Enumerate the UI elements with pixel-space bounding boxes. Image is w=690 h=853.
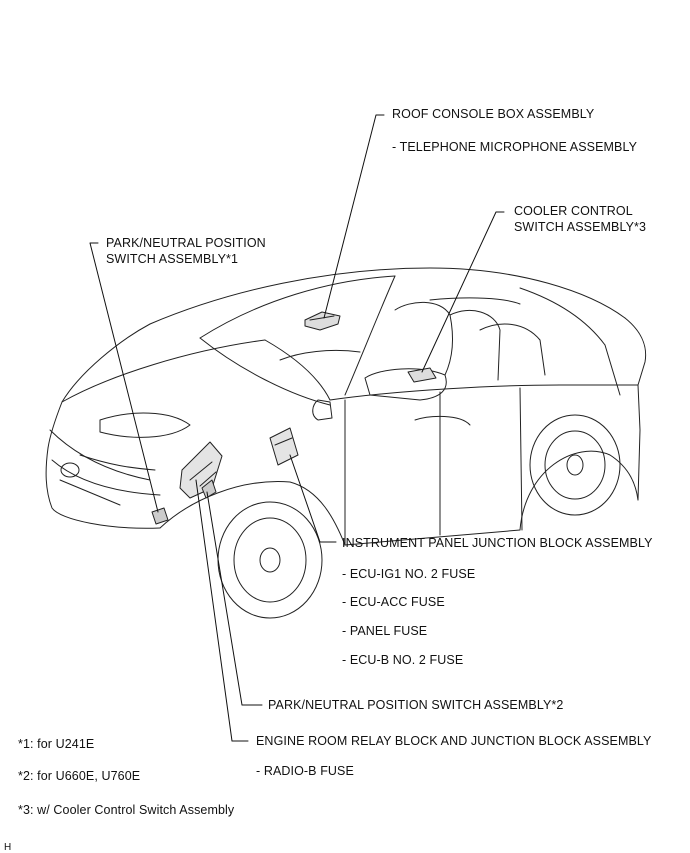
cooler-control-switch-shape <box>407 367 437 383</box>
park-neutral-switch-1-shape <box>151 507 169 525</box>
corner-mark: H <box>4 842 12 853</box>
footnote: *1: for U241E <box>18 737 95 751</box>
instrument-panel-jb-item: - ECU-IG1 NO. 2 FUSE <box>342 567 476 581</box>
instrument-panel-jb-item: - PANEL FUSE <box>342 624 428 638</box>
instrument-panel-junction-block-shape <box>269 427 299 466</box>
car-body <box>45 267 647 619</box>
footnote: *3: w/ Cooler Control Switch Assembly <box>18 803 235 817</box>
engine-room-rb-item: - RADIO-B FUSE <box>256 764 354 778</box>
park-neutral-1-title-line1: PARK/NEUTRAL POSITION <box>106 236 266 250</box>
park-neutral-2-title: PARK/NEUTRAL POSITION SWITCH ASSEMBLY*2 <box>268 698 564 712</box>
park-neutral-1-title-line2: SWITCH ASSEMBLY*1 <box>106 252 239 266</box>
leader-lines <box>89 114 505 742</box>
instrument-panel-jb-item: - ECU-B NO. 2 FUSE <box>342 653 464 667</box>
instrument-panel-jb-item: - ECU-ACC FUSE <box>342 595 445 609</box>
roof-console-title: ROOF CONSOLE BOX ASSEMBLY <box>392 107 595 121</box>
instrument-panel-jb-title: INSTRUMENT PANEL JUNCTION BLOCK ASSEMBLY <box>342 536 653 550</box>
cooler-control-title-line1: COOLER CONTROL <box>514 204 633 218</box>
footnote: *2: for U660E, U760E <box>18 769 141 783</box>
cooler-control-title-line2: SWITCH ASSEMBLY*3 <box>514 220 647 234</box>
roof-console-box-shape <box>304 311 341 331</box>
roof-console-item: - TELEPHONE MICROPHONE ASSEMBLY <box>392 140 638 154</box>
engine-room-relay-block-shape <box>179 441 223 499</box>
engine-room-rb-title: ENGINE ROOM RELAY BLOCK AND JUNCTION BLO… <box>256 734 652 748</box>
